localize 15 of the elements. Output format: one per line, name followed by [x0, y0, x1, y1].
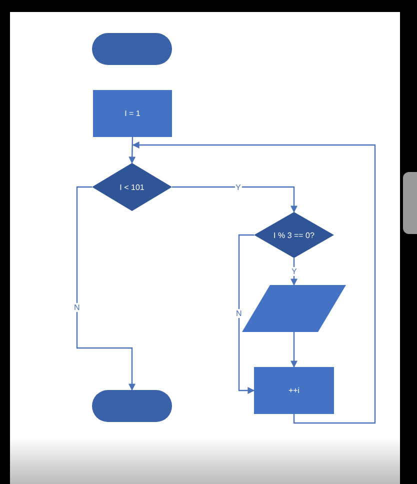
arrow	[76, 186, 136, 391]
decision-diamond	[92, 163, 172, 211]
arrow	[238, 234, 255, 394]
node-text: I < 101	[120, 182, 144, 192]
process-box	[93, 90, 172, 137]
node-text: ++i	[288, 386, 300, 395]
arrow	[132, 142, 376, 424]
arrow	[290, 332, 298, 368]
node-text: I % 3 == 0?	[274, 230, 314, 240]
data-parallelogram	[242, 285, 346, 332]
process-box	[254, 367, 334, 414]
decision-diamond	[254, 212, 334, 258]
node-text: I = 1	[124, 109, 140, 118]
arrow	[172, 186, 298, 213]
arrow	[128, 136, 136, 164]
